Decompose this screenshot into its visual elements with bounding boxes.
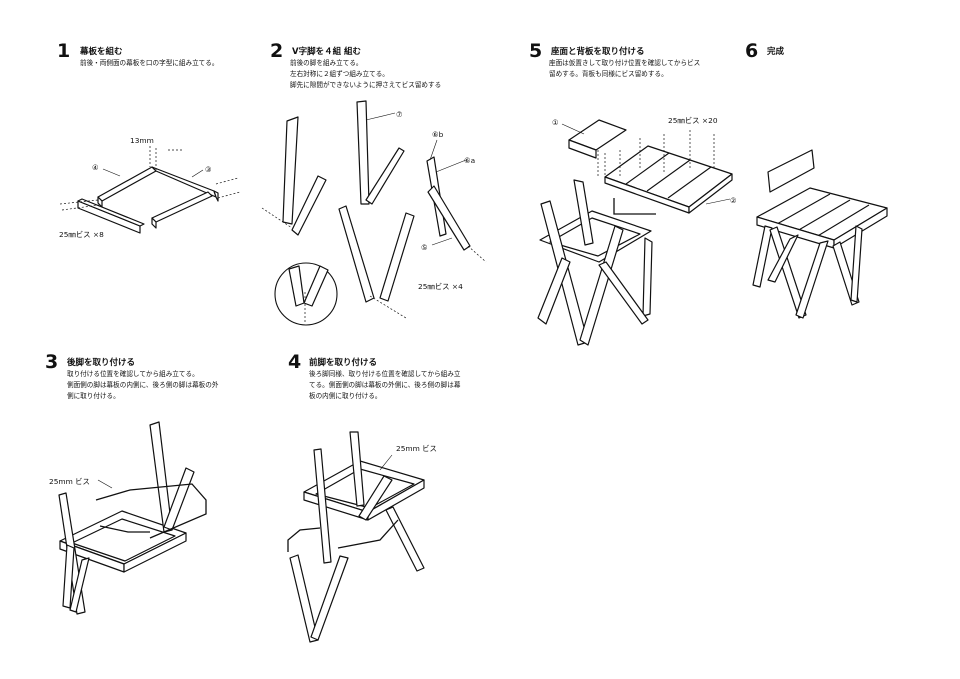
step-number: 5 bbox=[529, 40, 543, 62]
step4-frontlegs-drawing bbox=[287, 431, 425, 643]
part-label-6b: ⑥b bbox=[432, 130, 444, 139]
step6-chair-drawing bbox=[752, 149, 888, 319]
screw-label: 25mm ビス bbox=[396, 444, 437, 453]
step-desc-line: 板の内側に取り付ける。 bbox=[309, 392, 382, 400]
step-title: 後脚を取り付ける bbox=[67, 358, 136, 368]
step-desc-line: 左右対称に２組ずつ組み立てる。 bbox=[290, 70, 389, 78]
part-label-3: ③ bbox=[205, 165, 212, 174]
part-label-2: ② bbox=[730, 196, 737, 205]
step-desc-line: 側に取り付ける。 bbox=[67, 392, 120, 400]
step-number: 3 bbox=[45, 351, 59, 373]
step-title: 前脚を取り付ける bbox=[309, 358, 378, 368]
step-desc-line: 脚先に隙間ができないように押さえてビス留めする bbox=[290, 81, 442, 89]
screw-label: 25㎜ビス ×20 bbox=[668, 116, 718, 125]
board-back bbox=[97, 166, 157, 202]
step2-legs-drawing bbox=[261, 100, 487, 326]
step-number: 2 bbox=[270, 40, 284, 62]
step-desc-line: 取り付ける位置を確認してから組み立てる。 bbox=[67, 370, 199, 378]
step-title: V字脚を４組 組む bbox=[292, 47, 362, 57]
board-left bbox=[77, 200, 141, 234]
step-title: 幕板を組む bbox=[80, 47, 123, 57]
step3-rearlegs-drawing bbox=[58, 421, 207, 615]
screw-label: 25㎜ビス ×4 bbox=[418, 282, 463, 291]
step1-frame-drawing bbox=[59, 146, 241, 234]
step-number: 1 bbox=[57, 40, 71, 62]
part-label-1: ① bbox=[552, 118, 559, 127]
step-number: 4 bbox=[288, 351, 302, 373]
part-label-7: ⑦ bbox=[396, 110, 403, 119]
step-desc-line: 座面は仮置きして取り付け位置を確認してからビス bbox=[549, 59, 701, 67]
step-desc-line: てる。側面側の脚は幕板の外側に、後ろ側の脚は幕 bbox=[309, 381, 461, 389]
part-label-6a: ⑥a bbox=[464, 156, 476, 165]
step-desc-line: 側面側の脚は幕板の内側に、後ろ側の脚は幕板の外 bbox=[67, 381, 219, 389]
step-desc-line: 留めする。背板も同様にビス留めする。 bbox=[549, 70, 668, 78]
step5-seat-drawing bbox=[537, 119, 733, 346]
screw-label: 25mm ビス bbox=[49, 477, 90, 486]
part-label-5: ⑤ bbox=[421, 243, 428, 252]
part-label-4: ④ bbox=[92, 163, 99, 172]
step-desc-line: 後ろ脚同様、取り付ける位置を確認してから組み立 bbox=[309, 370, 461, 378]
step-desc-line: 前後・両側面の幕板を口の字型に組み立てる。 bbox=[80, 59, 219, 67]
dimension-label: 13mm bbox=[130, 136, 154, 145]
screw-label: 25㎜ビス ×8 bbox=[59, 230, 104, 239]
step-title: 完成 bbox=[767, 47, 785, 57]
step-title: 座面と背板を取り付ける bbox=[551, 47, 645, 57]
board-front bbox=[151, 191, 213, 223]
step-desc-line: 前後の脚を組み立てる。 bbox=[290, 59, 363, 67]
step-number: 6 bbox=[745, 40, 759, 62]
